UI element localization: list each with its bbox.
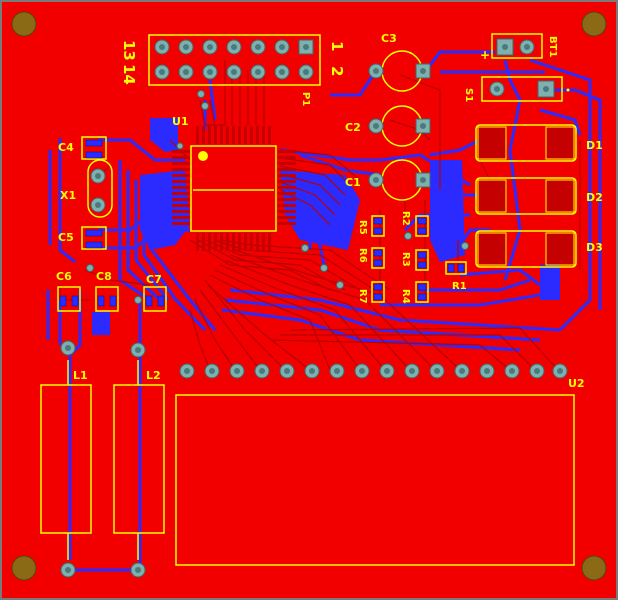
mount-hole-tr [581,11,607,37]
x1-outline [87,159,113,218]
header-pin-2-label: 2 [328,66,346,76]
d2-outline [475,177,577,215]
c1-label: C1 [345,176,361,189]
r1-outline [445,261,467,275]
d3-outline [475,230,577,268]
x1-label: X1 [60,189,76,202]
r2-label: R2 [400,211,411,226]
d1-label: D1 [586,139,603,152]
d2-label: D2 [586,191,603,204]
s1-label: S1 [463,88,474,102]
u2-outline [175,394,575,566]
l2-label: L2 [146,369,161,382]
header-p1-pads [154,39,314,80]
header-pin-14-label: 14 [120,64,138,85]
mount-hole-br [581,555,607,581]
mounting-holes [11,11,607,581]
header-p1-outline [148,34,321,86]
u2-pads [179,363,568,379]
r4-outline [415,281,429,303]
r2-outline [415,215,429,237]
silkscreen-labels: 13 14 1 2 P1 U1 U2 C3 C2 C1 C4 C5 X1 C6 … [56,32,603,390]
u1-pads [172,126,296,251]
c7-outline [143,286,167,312]
u1-pin1-marker [198,151,208,161]
r7-outline [371,281,385,303]
s1-outline [481,76,563,102]
bt1-label: BT1 [547,36,558,57]
r1-label: R1 [452,281,467,292]
smd-pads [477,126,575,266]
misc-th-holes [65,44,549,573]
l1-label: L1 [73,369,88,382]
c5-outline [81,226,107,250]
bt1-plus-label: + [480,48,490,62]
vias [86,90,469,304]
r3-label: R3 [400,252,411,267]
silkscreen [40,33,577,566]
u2-label: U2 [568,377,585,390]
r7-label: R7 [357,289,368,304]
c8-label: C8 [96,270,112,283]
c3-label: C3 [381,32,397,45]
c2-label: C2 [345,121,361,134]
r4-label: R4 [400,289,411,304]
l1-outline [40,384,92,534]
c6-label: C6 [56,270,72,283]
top-traces [59,60,581,371]
passive-pads [59,139,465,307]
c7-label: C7 [146,273,162,286]
u1-label: U1 [172,115,189,128]
r5-outline [371,215,385,237]
c6-outline [57,286,81,312]
r6-outline [371,247,385,269]
r6-label: R6 [357,248,368,263]
u1-outline [190,145,277,232]
c4-label: C4 [58,141,74,154]
c8-outline [95,286,119,312]
s1-dot [566,88,570,92]
l2-outline [113,384,165,534]
mount-hole-bl [11,555,37,581]
r3-outline [415,249,429,271]
header-pin-1-label: 1 [328,41,346,51]
d3-label: D3 [586,241,603,254]
bt1-outline [491,33,543,59]
mount-hole-tl [11,11,37,37]
c5-label: C5 [58,231,74,244]
header-pin-13-label: 13 [120,40,138,61]
d1-outline [475,124,577,162]
header-ref-label: P1 [300,92,311,106]
r5-label: R5 [357,220,368,235]
c4-outline [81,136,107,160]
